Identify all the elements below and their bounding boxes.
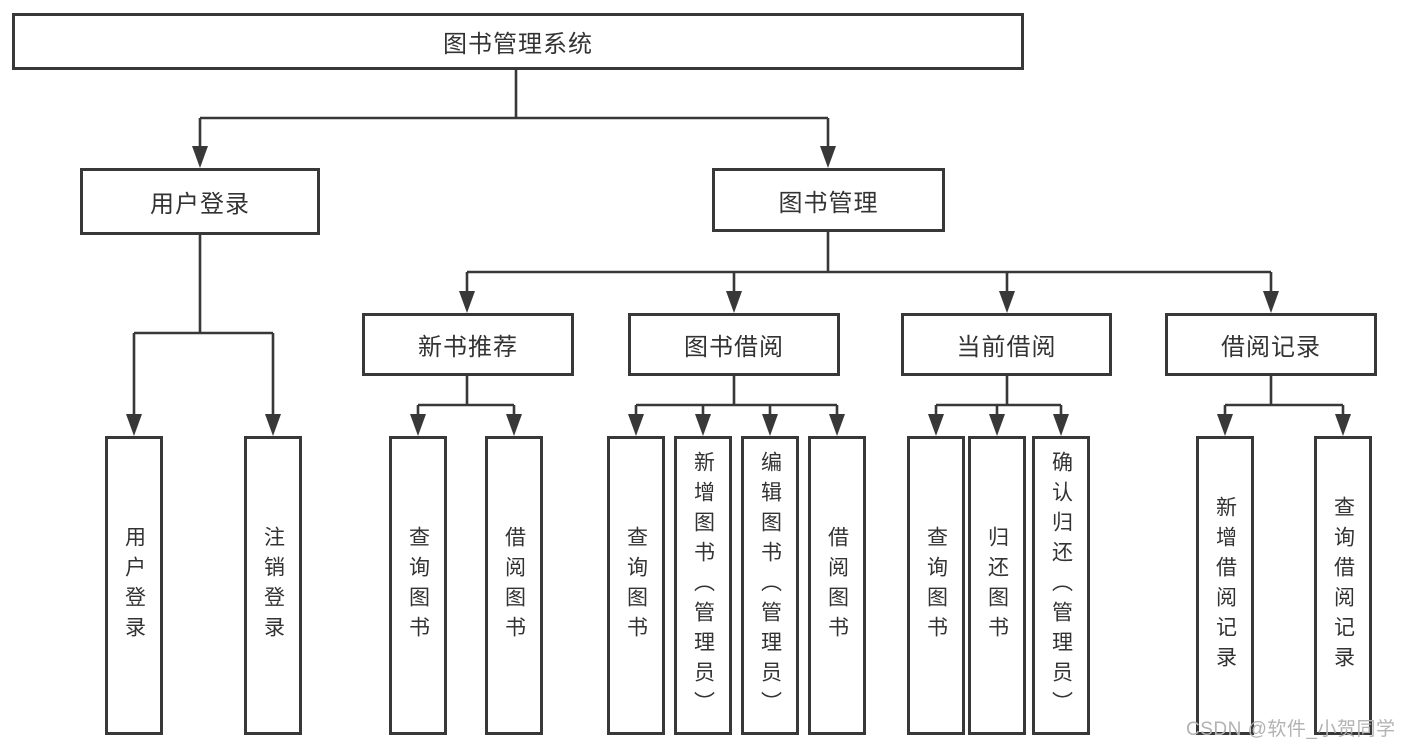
- node-library-system: 图书管理系统: [12, 13, 1024, 70]
- node-login-leaf: 用户登录: [105, 436, 163, 735]
- node-current-query-books: 查询图书: [907, 436, 965, 735]
- node-book-management: 图书管理: [712, 168, 945, 232]
- node-current-borrowing: 当前借阅: [901, 313, 1112, 376]
- node-recommend-borrow-books: 借阅图书: [485, 436, 543, 735]
- node-query-borrow-record: 查询借阅记录: [1314, 436, 1372, 735]
- connector-book-mgmt-to-level3: [465, 232, 1273, 295]
- connector-records-branch: [1223, 376, 1345, 418]
- node-new-book-recommendation: 新书推荐: [362, 313, 574, 376]
- connector-user-login-branch: [132, 233, 275, 418]
- node-return-book: 归还图书: [968, 436, 1026, 735]
- node-borrowing-query-books: 查询图书: [607, 436, 665, 735]
- node-user-login: 用户登录: [80, 168, 320, 235]
- connector-borrowing-branch: [634, 376, 839, 418]
- node-book-borrowing: 图书借阅: [628, 313, 840, 376]
- connector-current-branch: [934, 376, 1063, 418]
- connector-recommend-branch: [416, 376, 516, 418]
- connector-root-to-level2: [198, 70, 830, 150]
- node-borrow-book-leaf: 借阅图书: [808, 436, 866, 735]
- node-logout-leaf: 注销登录: [244, 436, 302, 735]
- csdn-watermark: CSDN @软件_小贺同学: [1186, 719, 1396, 740]
- node-add-book-admin: 新增图书（管理员）: [674, 436, 732, 735]
- node-edit-book-admin: 编辑图书（管理员）: [741, 436, 799, 735]
- node-recommend-query-books: 查询图书: [389, 436, 447, 735]
- node-add-borrow-record: 新增借阅记录: [1196, 436, 1254, 735]
- node-confirm-return-admin: 确认归还（管理员）: [1032, 436, 1090, 735]
- node-borrowing-records: 借阅记录: [1165, 313, 1377, 376]
